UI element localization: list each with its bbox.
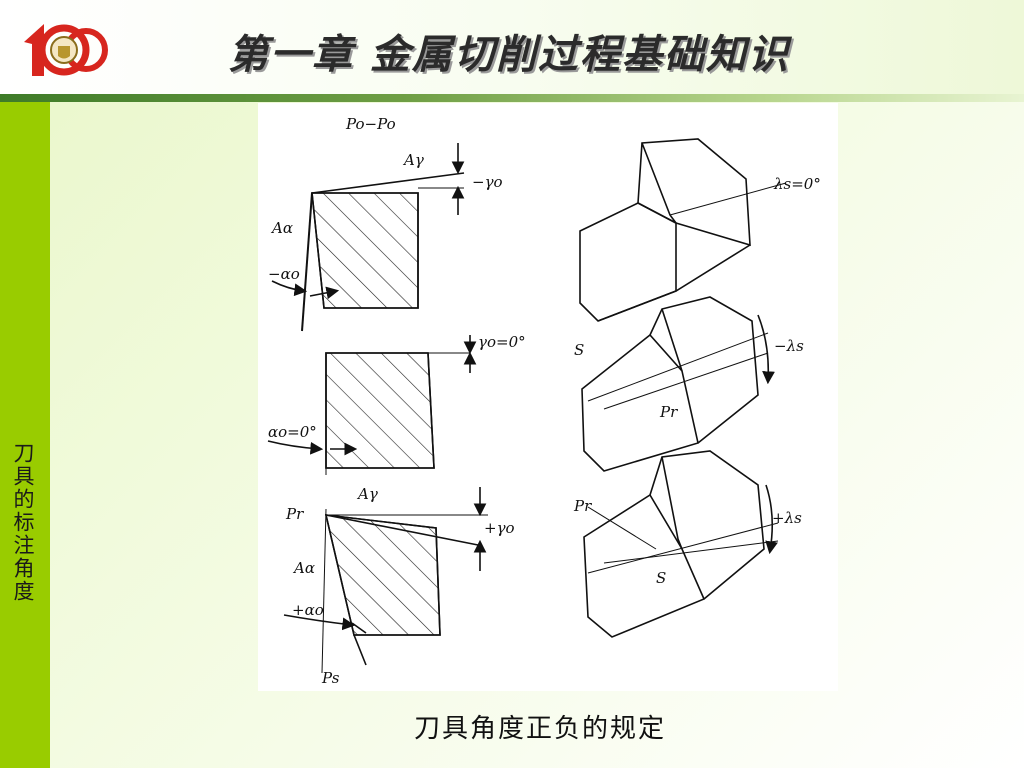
tool-angle-diagram: Po−Po Aγ −γo Aα −αo γo=0° αo=0° Pr Aγ +γ… <box>267 115 821 687</box>
label-a-alpha-top: Aα <box>270 219 293 237</box>
label-pr-middle: Pr <box>659 403 678 421</box>
header-divider <box>0 94 1024 102</box>
page-title: 第一章 金属切削过程基础知识 <box>228 31 790 78</box>
header: 第一章 金属切削过程基础知识 <box>0 0 1024 94</box>
label-lambda-zero: λs=0° <box>773 175 821 193</box>
label-pos-lambda: +λs <box>772 509 802 527</box>
label-a-gamma-bottom: Aγ <box>356 485 378 503</box>
label-pr-right: Pr <box>573 497 592 515</box>
label-a-gamma-top: Aγ <box>402 151 424 169</box>
centennial-100-logo-icon <box>24 24 108 76</box>
sidebar: 刀具的标注角度 <box>0 102 50 768</box>
tool-angle-figure: Po−Po Aγ −γo Aα −αo γo=0° αo=0° Pr Aγ +γ… <box>258 103 838 691</box>
label-s-bottom: S <box>656 569 666 587</box>
label-s-middle: S <box>574 341 584 359</box>
label-neg-lambda: −λs <box>774 337 804 355</box>
sidebar-label: 刀具的标注角度 <box>11 442 35 603</box>
label-neg-gamma: −γo <box>472 173 503 191</box>
label-a-alpha-bottom: Aα <box>292 559 315 577</box>
label-pr-left: Pr <box>285 505 304 523</box>
label-pos-gamma: +γo <box>484 519 515 537</box>
label-alpha-zero: αo=0° <box>268 423 317 441</box>
label-ps: Ps <box>321 669 340 687</box>
label-gamma-zero: γo=0° <box>478 333 526 351</box>
figure-caption: 刀具角度正负的规定 <box>413 714 666 744</box>
label-neg-alpha: −αo <box>268 265 300 283</box>
label-pos-alpha: +αo <box>292 601 324 619</box>
label-po-po: Po−Po <box>345 115 396 133</box>
